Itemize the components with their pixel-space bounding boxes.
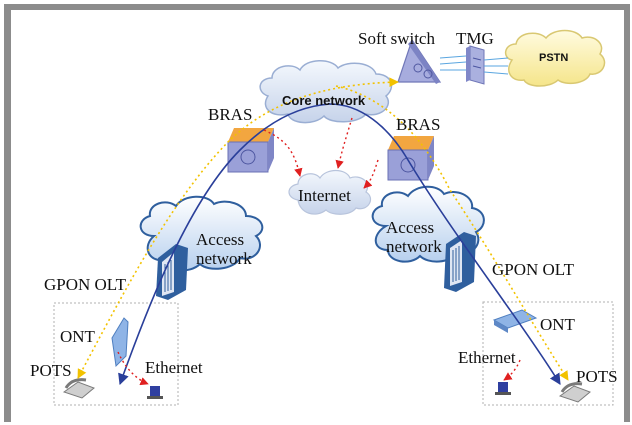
core-network-label: Core network bbox=[282, 93, 366, 108]
pots-left-label: POTS bbox=[30, 361, 72, 380]
ont-left-icon bbox=[111, 317, 129, 368]
computer-right-icon bbox=[495, 382, 511, 395]
telephone-right-icon bbox=[558, 382, 591, 403]
gpon-olt-right-label: GPON OLT bbox=[492, 260, 575, 279]
tmg-label: TMG bbox=[456, 29, 494, 48]
bras-right-label: BRAS bbox=[396, 115, 441, 134]
ethernet-right-label: Ethernet bbox=[458, 348, 516, 367]
pots-right-label: POTS bbox=[576, 367, 618, 386]
gpon-olt-left-label: GPON OLT bbox=[44, 275, 127, 294]
access-network-right-label: Access network bbox=[386, 218, 442, 256]
customer-premises-right-box bbox=[482, 301, 614, 406]
computer-left-icon bbox=[147, 386, 163, 399]
bras-left-label: BRAS bbox=[208, 105, 253, 124]
internet-label: Internet bbox=[298, 186, 351, 205]
pstn-links bbox=[439, 55, 509, 75]
ont-left-label: ONT bbox=[60, 327, 95, 346]
ethernet-left-label: Ethernet bbox=[145, 358, 203, 377]
frame-border bbox=[4, 4, 630, 422]
pstn-cloud-icon bbox=[504, 29, 606, 87]
soft-switch-label: Soft switch bbox=[358, 29, 435, 48]
telephone-left-icon bbox=[62, 378, 95, 399]
internet-path bbox=[117, 117, 521, 386]
voice-path bbox=[77, 77, 569, 381]
ont-right-icon bbox=[492, 309, 538, 333]
access-network-left-label: Access network bbox=[196, 230, 252, 268]
olt-right-icon bbox=[444, 232, 476, 292]
tmg-icon bbox=[466, 45, 485, 85]
soft-switch-icon bbox=[397, 38, 442, 84]
bras-right-icon bbox=[387, 136, 434, 181]
pstn-label: PSTN bbox=[539, 52, 569, 64]
ont-right-label: ONT bbox=[540, 315, 575, 334]
core-network-cloud-icon bbox=[259, 60, 393, 124]
